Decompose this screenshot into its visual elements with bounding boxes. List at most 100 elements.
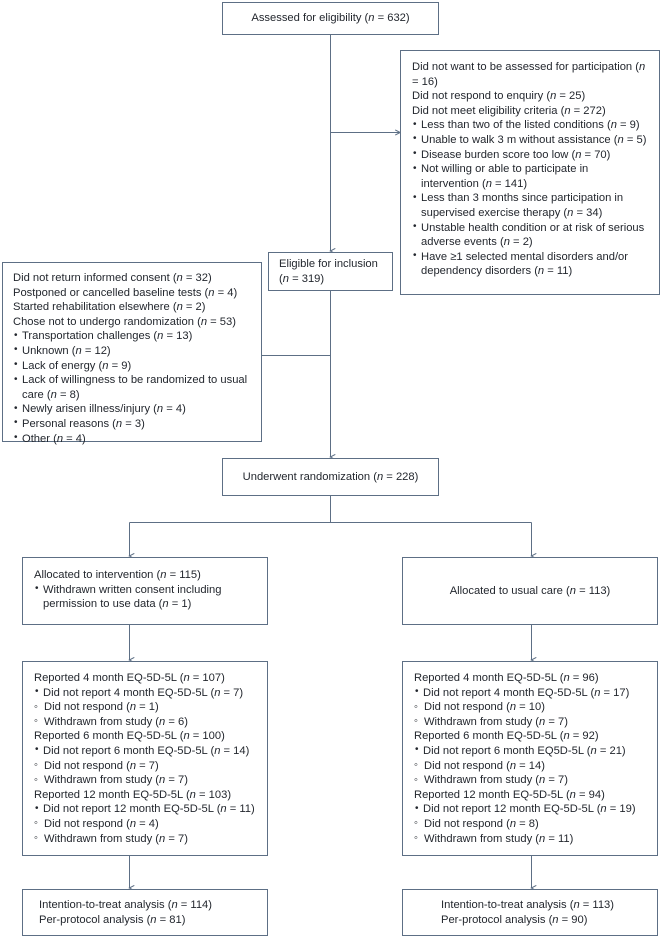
flow-line: Disease burden score too low (n = 70)	[412, 147, 649, 163]
flow-line: Did not report 12 month EQ-5D-5L (n = 19…	[414, 802, 648, 817]
n-italic: n	[150, 913, 157, 926]
flow-line: Started rehabilitation elsewhere (n = 2)	[13, 301, 206, 314]
flow-line: Did not respond (n = 7)	[34, 758, 258, 774]
n-italic: n	[573, 898, 580, 911]
flow-line: Reported 12 month EQ-5D-5L (n = 103)	[34, 788, 232, 801]
flow-line: Postponed or cancelled baseline tests (n…	[13, 286, 238, 299]
flow-line: Did not meet eligibility criteria (n = 2…	[412, 104, 606, 117]
flow-line: Did not respond to enquiry (n = 25)	[412, 90, 586, 103]
flow-line: Withdrawn from study (n = 7)	[34, 831, 258, 847]
flow-line: Chose not to undergo randomization (n = …	[13, 315, 236, 328]
n-italic: n	[485, 177, 492, 190]
n-italic: n	[552, 913, 559, 926]
flow-line: Transportation challenges (n = 13)	[13, 329, 252, 344]
n-italic: n	[539, 774, 546, 787]
flow-line: Did not respond (n = 4)	[34, 816, 258, 832]
n-italic: n	[376, 470, 384, 483]
flow-line: Underwent randomization (n = 228)	[242, 470, 419, 483]
n-italic: n	[537, 265, 545, 278]
excluded-reasons-box: Did not want to be assessed for particip…	[400, 50, 660, 295]
n-italic: n	[610, 119, 617, 132]
n-italic: n	[129, 701, 137, 714]
n-italic: n	[56, 432, 64, 445]
n-italic: n	[176, 301, 183, 314]
followup-intervention-box: Reported 4 month EQ-5D-5L (n = 107)Did n…	[22, 661, 268, 856]
analysis-intervention-box: Intention-to-treat analysis (n = 114) Per…	[22, 889, 268, 936]
n-italic: n	[159, 832, 166, 845]
flow-line: Intention-to-treat analysis (n = 113)	[441, 898, 614, 911]
n-italic: n	[162, 598, 169, 611]
n-italic: n	[214, 744, 221, 757]
assessed-for-eligibility-box: Assessed for eligibility (n = 632)	[222, 2, 439, 35]
n-italic: n	[102, 359, 109, 372]
flow-line: Reported 6 month EQ-5D-5L (n = 92)	[414, 730, 599, 743]
flow-line: Unstable health condition or at risk of …	[412, 220, 649, 250]
n-italic: n	[50, 388, 57, 401]
n-italic: n	[159, 715, 166, 728]
flow-line: Less than two of the listed conditions (…	[412, 118, 649, 133]
n-italic: n	[567, 206, 574, 219]
flow-line: Did not report 6 month EQ5D-5L (n = 21)	[414, 743, 648, 759]
flow-line: Per-protocol analysis (n = 90)	[441, 913, 588, 926]
analysis-usual-care-box: Intention-to-treat analysis (n = 113) Per…	[402, 889, 658, 936]
followup-usual-care-box: Reported 4 month EQ-5D-5L (n = 96)Did no…	[402, 661, 658, 856]
n-italic: n	[539, 832, 546, 845]
flow-line: Reported 12 month EQ-5D-5L (n = 94)	[414, 788, 605, 801]
n-italic: n	[183, 730, 190, 743]
n-italic: n	[575, 148, 582, 161]
flow-line: Did not respond (n = 8)	[414, 816, 648, 832]
n-italic: n	[156, 403, 164, 416]
flow-line: Did not report 4 month EQ-5D-5L (n = 17)	[414, 685, 648, 701]
flow-line: Unable to walk 3 m without assistance (n…	[412, 132, 649, 148]
flow-line: Did not respond (n = 10)	[414, 700, 648, 715]
allocated-to-intervention-box: Allocated to intervention (n = 115)Withd…	[22, 557, 268, 625]
n-italic: n	[200, 315, 208, 328]
n-italic: n	[594, 686, 601, 699]
flow-line: Not willing or able to participate in in…	[412, 162, 649, 191]
flow-line: Personal reasons (n = 3)	[13, 416, 252, 432]
n-italic: n	[220, 803, 227, 816]
flow-line: Newly arisen illness/injury (n = 4)	[13, 402, 252, 417]
flow-line: Less than 3 months since participation i…	[412, 191, 649, 220]
n-italic: n	[160, 569, 167, 581]
n-italic: n	[157, 330, 164, 343]
flow-line: Intention-to-treat analysis (n = 114)	[39, 898, 212, 911]
n-italic: n	[569, 788, 576, 801]
n-italic: n	[208, 286, 215, 299]
n-italic: n	[509, 759, 517, 772]
n-italic: n	[129, 817, 137, 830]
underwent-randomization-box: Underwent randomization (n = 228)	[222, 458, 439, 496]
flow-line: Withdrawn from study (n = 7)	[414, 714, 648, 730]
n-italic: n	[159, 774, 166, 787]
flow-line: Allocated to usual care (n = 113)	[449, 584, 611, 597]
n-italic: n	[503, 236, 510, 249]
n-italic: n	[189, 788, 196, 801]
flow-line: Did not respond (n = 1)	[34, 700, 258, 715]
flow-line: Did not report 4 month EQ-5D-5L (n = 7)	[34, 685, 258, 701]
flow-line: Withdrawn from study (n = 6)	[34, 714, 258, 730]
flow-line: Unknown (n = 12)	[13, 343, 252, 359]
flow-line: Assessed for eligibility (n = 632)	[251, 12, 410, 25]
flow-line: Did not respond (n = 14)	[414, 758, 648, 774]
n-italic: n	[368, 12, 375, 25]
flow-line: Withdrawn written consent including perm…	[34, 582, 257, 612]
pre-randomization-exclusions-box: Did not return informed consent (n = 32)…	[2, 262, 262, 445]
n-italic: n	[171, 898, 178, 911]
flow-line: Reported 4 month EQ-5D-5L (n = 107)	[34, 672, 225, 684]
n-italic: n	[590, 744, 597, 757]
flow-line: Eligible for inclusion (n = 319)	[279, 257, 378, 285]
flow-line: Have ≥1 selected mental disorders and/or…	[412, 249, 649, 279]
n-italic: n	[564, 104, 571, 117]
n-italic: n	[509, 701, 517, 714]
flow-line: Lack of willingness to be randomized to …	[13, 373, 252, 402]
flow-line: Reported 6 month EQ-5D-5L (n = 100)	[34, 730, 225, 743]
flow-line: Other (n = 4)	[13, 431, 252, 447]
n-italic: n	[509, 817, 517, 830]
flow-line: Per-protocol analysis (n = 81)	[39, 913, 186, 926]
n-italic: n	[176, 272, 183, 284]
n-italic: n	[282, 272, 289, 285]
flow-line: Reported 4 month EQ-5D-5L (n = 96)	[414, 672, 599, 684]
n-italic: n	[550, 90, 557, 103]
n-italic: n	[563, 730, 570, 743]
